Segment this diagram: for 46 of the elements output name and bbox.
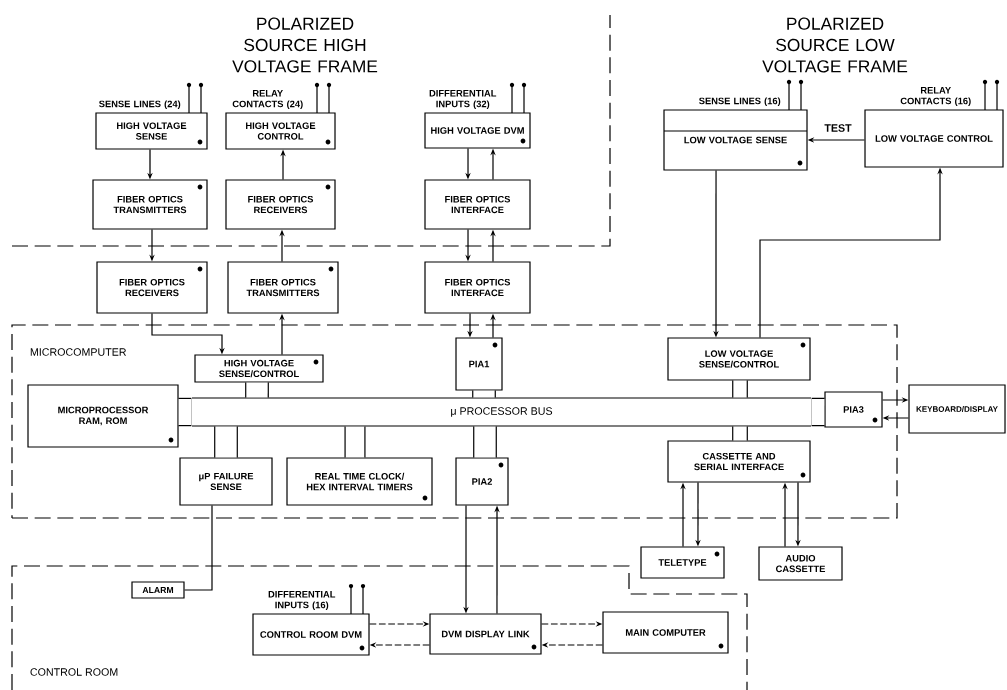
pin-label: RELAY CONTACTS (16) [900, 87, 971, 107]
block-box: FIBER OPTICS INTERFACE [424, 179, 531, 230]
block-box: CONTROL ROOM DVM [252, 613, 370, 656]
block-box: DVM DISPLAY LINK [429, 613, 542, 655]
bus-connection [732, 426, 748, 441]
pin-label: SENSE LINES (16) [699, 97, 781, 107]
pin-label: DIFFERENTIAL INPUTS (16) [268, 591, 336, 611]
block-box: REAL TIME CLOCK/ HEX INTERVAL TIMERS [286, 457, 433, 506]
block-box: PIA2 [455, 457, 509, 506]
block-box: ALARM [131, 581, 185, 599]
bus-connection [214, 426, 238, 458]
block-box: HIGH VOLTAGE CONTROL [225, 112, 336, 150]
bus-bar: μ PROCESSOR BUS [191, 397, 812, 427]
edge-label: TEST [823, 122, 853, 134]
bus-connection [732, 380, 748, 398]
block-box: KEYBOARD/DISPLAY [908, 384, 1006, 434]
block-box: LOW VOLTAGE SENSE/CONTROL [667, 337, 811, 381]
block-box: μP FAILURE SENSE [179, 457, 273, 506]
frame-title: POLARIZED SOURCE LOW VOLTAGE FRAME [762, 17, 908, 73]
block-box: LOW VOLTAGE SENSE [663, 109, 808, 171]
bus-connection [811, 397, 825, 427]
block-box: MAIN COMPUTER [602, 611, 729, 654]
block-box: PIA3 [824, 391, 883, 428]
block-box: FIBER OPTICS RECEIVERS [96, 261, 208, 314]
bus-connection [473, 426, 497, 458]
frame-title: POLARIZED SOURCE HIGH VOLTAGE FRAME [232, 17, 378, 73]
block-box: LOW VOLTAGE CONTROL [864, 109, 1004, 168]
block-box: FIBER OPTICS INTERFACE [424, 261, 531, 314]
block-box: HIGH VOLTAGE SENSE/CONTROL [194, 354, 324, 383]
block-box: MICROPROCESSOR RAM, ROM [27, 384, 179, 448]
bus-connection [472, 390, 496, 398]
pin-label: DIFFERENTIAL INPUTS (32) [429, 90, 497, 110]
block-box: PIA1 [455, 337, 503, 391]
pin-label: RELAY CONTACTS (24) [232, 90, 303, 110]
block-box: TELETYPE [640, 546, 725, 579]
bus-connection [178, 397, 192, 427]
block-box: AUDIO CASSETTE [758, 546, 843, 581]
bus-connection [344, 426, 366, 458]
block-box: HIGH VOLTAGE DVM [424, 112, 531, 149]
bus-connection [245, 382, 269, 398]
block-box: FIBER OPTICS TRANSMITTERS [92, 179, 208, 230]
block-box: CASSETTE AND SERIAL INTERFACE [667, 440, 811, 483]
pin-label: SENSE LINES (24) [99, 100, 181, 110]
block-box: HIGH VOLTAGE SENSE [95, 112, 208, 150]
block-box: FIBER OPTICS TRANSMITTERS [227, 261, 339, 314]
block-box: FIBER OPTICS RECEIVERS [225, 179, 336, 230]
